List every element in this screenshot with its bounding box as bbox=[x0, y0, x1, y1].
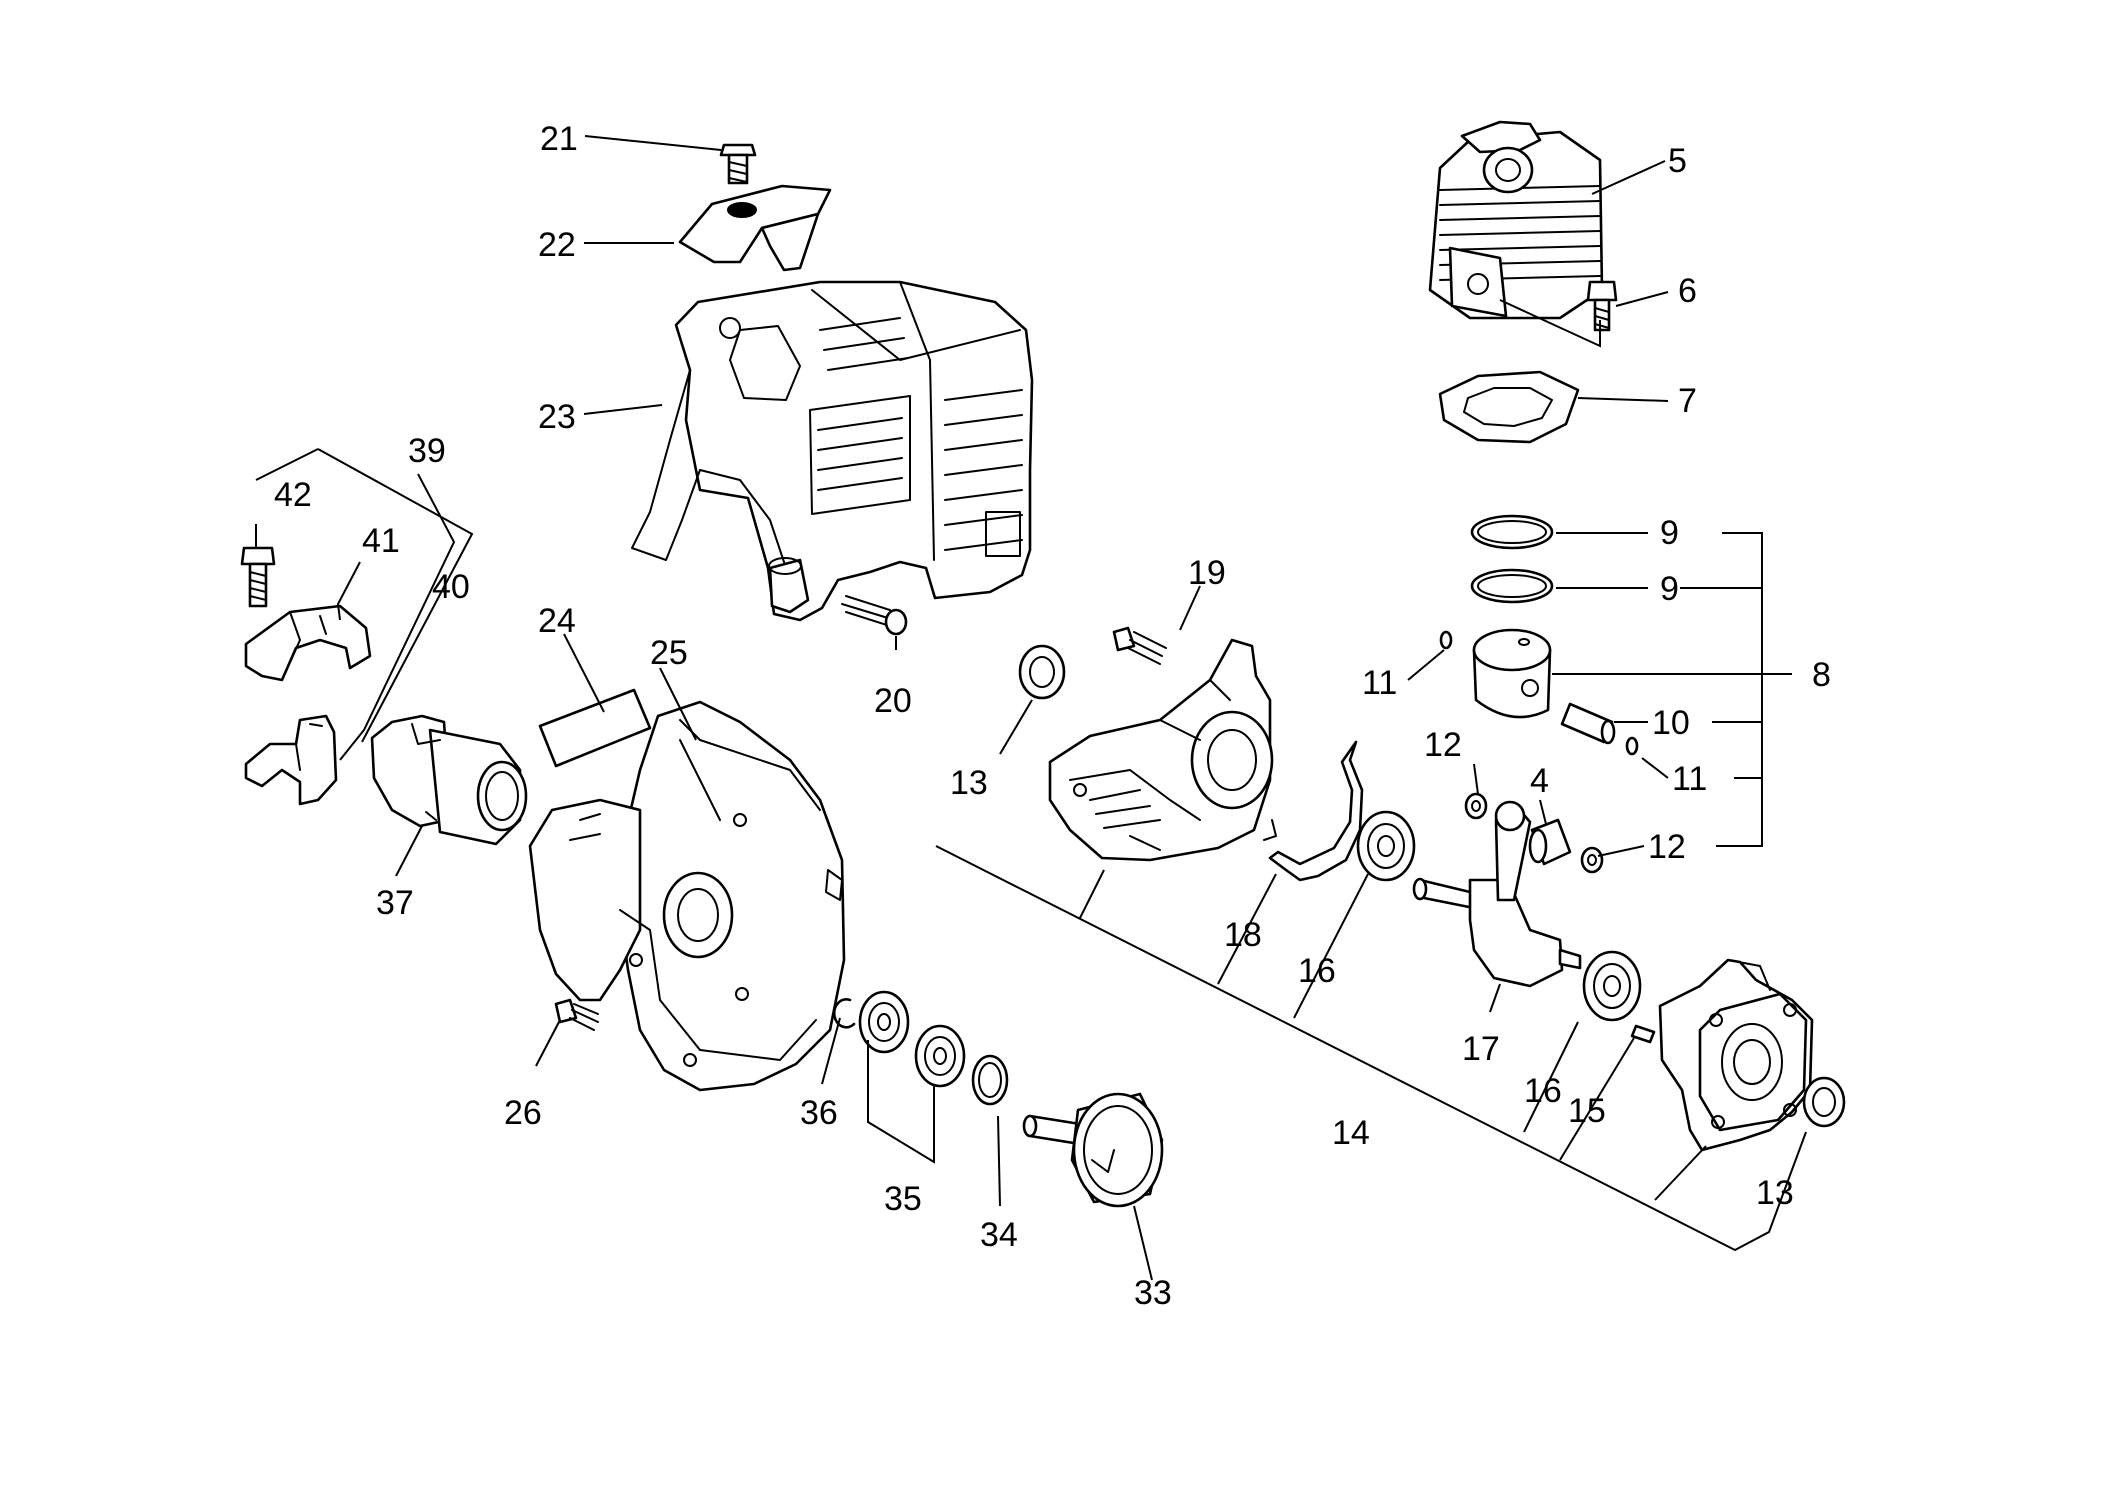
part-11-circlip-right bbox=[1625, 736, 1639, 756]
part-crankcase-half-right bbox=[1658, 958, 1814, 1152]
callout-7: 7 bbox=[1678, 382, 1697, 420]
callout-17: 17 bbox=[1462, 1030, 1500, 1068]
part-21-screw bbox=[719, 143, 757, 185]
part-11-circlip-left bbox=[1439, 630, 1453, 650]
part-10-piston-pin bbox=[1560, 702, 1616, 745]
part-42-bolt bbox=[240, 546, 276, 608]
part-15-pin bbox=[1630, 1024, 1656, 1044]
callout-8: 8 bbox=[1812, 656, 1831, 694]
part-23-engine-cover bbox=[631, 280, 1034, 622]
part-17-crankshaft bbox=[1412, 800, 1582, 988]
part-41-clamp-upper bbox=[244, 604, 372, 682]
callout-16-right: 16 bbox=[1524, 1072, 1562, 1110]
callout-5: 5 bbox=[1668, 142, 1687, 180]
part-16-bearing-left bbox=[1356, 810, 1416, 882]
callout-23: 23 bbox=[538, 398, 576, 436]
part-35-bearing-left bbox=[858, 990, 910, 1054]
part-14-crankcase-half bbox=[1048, 638, 1274, 862]
callout-14: 14 bbox=[1332, 1114, 1370, 1152]
callout-20: 20 bbox=[874, 682, 912, 720]
callout-41: 41 bbox=[362, 522, 400, 560]
callout-19: 19 bbox=[1188, 554, 1226, 592]
callout-26: 26 bbox=[504, 1094, 542, 1132]
part-9-piston-ring-lower bbox=[1470, 568, 1554, 604]
callout-36: 36 bbox=[800, 1094, 838, 1132]
part-18-gasket bbox=[1263, 740, 1364, 882]
callout-35: 35 bbox=[884, 1180, 922, 1218]
callout-33: 33 bbox=[1134, 1274, 1172, 1312]
callout-12-left: 12 bbox=[1424, 726, 1462, 764]
callout-18: 18 bbox=[1224, 916, 1262, 954]
part-4-needle-bearing bbox=[1528, 818, 1572, 866]
callout-15: 15 bbox=[1568, 1092, 1606, 1130]
callout-16-left: 16 bbox=[1298, 952, 1336, 990]
part-12-washer-right bbox=[1580, 846, 1604, 874]
part-36-circlip bbox=[833, 998, 856, 1029]
part-24-label bbox=[538, 688, 652, 768]
part-7-gasket bbox=[1438, 370, 1580, 444]
part-12-washer-left bbox=[1464, 792, 1488, 820]
callout-4: 4 bbox=[1530, 762, 1549, 800]
part-9-piston-ring-upper bbox=[1470, 514, 1554, 550]
part-35-bearing-right bbox=[914, 1024, 966, 1088]
callout-labels: 21 22 23 5 6 7 9 9 8 10 11 12 11 12 4 19… bbox=[274, 120, 1831, 1312]
part-6-bolt bbox=[1586, 280, 1618, 332]
part-20-screw bbox=[841, 595, 908, 636]
callout-25: 25 bbox=[650, 634, 688, 672]
callout-22: 22 bbox=[538, 226, 576, 264]
callout-9-lower: 9 bbox=[1660, 570, 1679, 608]
part-22-cover-cap bbox=[678, 184, 832, 272]
callout-13-left: 13 bbox=[950, 764, 988, 802]
part-19-screw bbox=[1112, 626, 1167, 665]
callout-6: 6 bbox=[1678, 272, 1697, 310]
callout-21: 21 bbox=[540, 120, 578, 158]
leader-lines bbox=[255, 135, 1807, 1281]
callout-34: 34 bbox=[980, 1216, 1018, 1254]
part-13-oil-seal-right bbox=[1802, 1076, 1846, 1128]
part-16-bearing-right bbox=[1582, 950, 1642, 1022]
callout-11-left: 11 bbox=[1362, 664, 1397, 702]
callout-11-right: 11 bbox=[1672, 760, 1707, 798]
part-34-snap-ring bbox=[971, 1054, 1009, 1106]
part-8-piston bbox=[1472, 628, 1552, 719]
callout-40: 40 bbox=[432, 568, 470, 606]
part-25-fan-housing bbox=[528, 700, 846, 1092]
part-13-oil-seal-left bbox=[1018, 644, 1066, 700]
callout-12-right: 12 bbox=[1648, 828, 1686, 866]
callout-39: 39 bbox=[408, 432, 446, 470]
part-33-clutch-drum bbox=[1022, 1092, 1164, 1208]
part-40-clamp-lower bbox=[244, 714, 338, 806]
callout-42: 42 bbox=[274, 476, 312, 514]
callout-10: 10 bbox=[1652, 704, 1690, 742]
part-5-cylinder bbox=[1428, 120, 1604, 320]
callout-37: 37 bbox=[376, 884, 414, 922]
callout-24: 24 bbox=[538, 602, 576, 640]
callout-13-right: 13 bbox=[1756, 1174, 1794, 1212]
part-26-bolt bbox=[554, 998, 599, 1031]
part-37-clutch-housing bbox=[370, 714, 528, 846]
callout-9-upper: 9 bbox=[1660, 514, 1679, 552]
